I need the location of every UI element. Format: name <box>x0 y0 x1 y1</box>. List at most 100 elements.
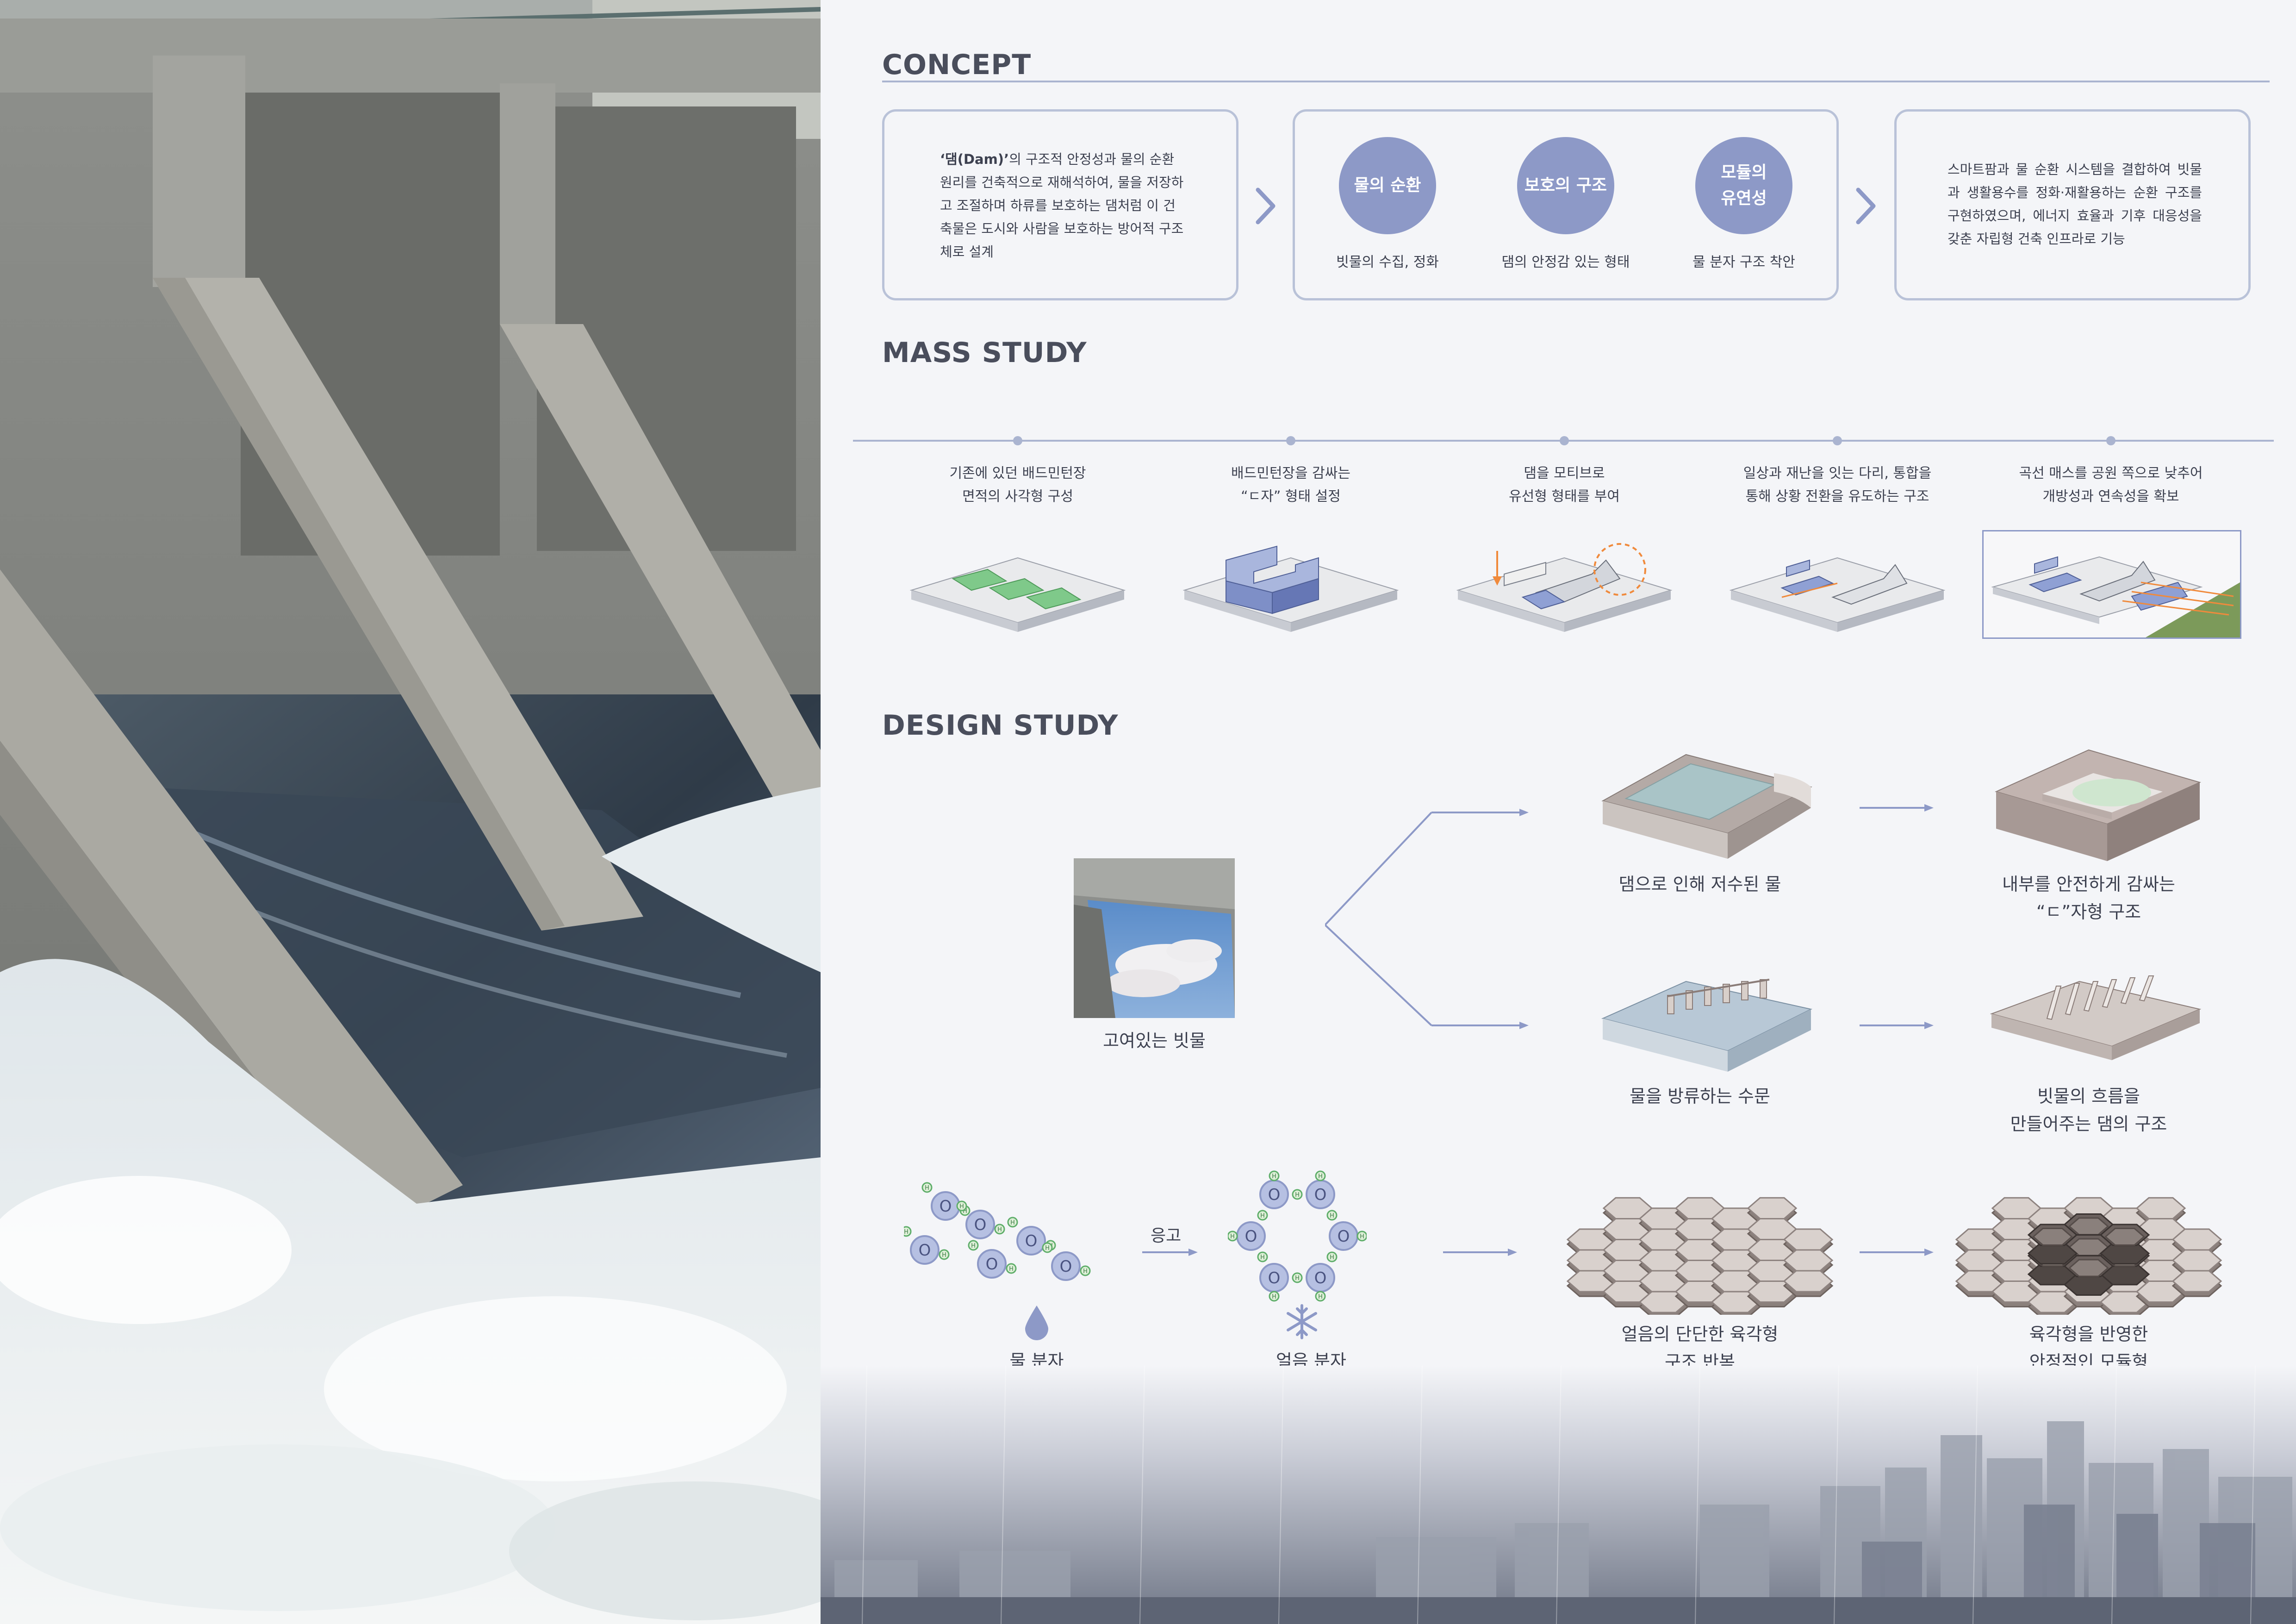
timeline-dot <box>1286 436 1295 445</box>
mass-step-1-label: 기존에 있던 배드민턴장 면적의 사각형 구성 <box>949 465 1086 505</box>
branch-arrows <box>1325 809 1529 1029</box>
mass-step-3-label: 댐을 모티브로 유선형 형태를 부여 <box>1509 465 1620 505</box>
dam-flow-label: 빗물의 흐름을 만들어주는 댐의 구조 <box>2010 1086 2167 1134</box>
water-molecules: OHHOHHOHHOHHOHHOHH <box>904 1182 1091 1281</box>
rain-label: 고여있는 빗물 <box>1103 1031 1206 1051</box>
hydrogen-atom <box>1315 1170 1326 1181</box>
timeline-dot <box>1560 436 1569 445</box>
hydrogen-atom <box>1257 1210 1268 1221</box>
hydrogen-atom <box>939 1249 950 1260</box>
oxygen-symbol: O <box>1245 1227 1257 1246</box>
oxygen-symbol: O <box>974 1216 987 1234</box>
hydrogen-atom <box>956 1200 967 1212</box>
circle-water-cycle: 물의 순환 <box>1339 137 1436 234</box>
hydrogen-symbol: H <box>1318 1293 1323 1300</box>
hydrogen-atom <box>1080 1265 1091 1276</box>
concept-intro-text: ‘댐(Dam)’의 구조적 안정성과 물의 순환 원리를 건축적으로 재해석하여… <box>940 148 1185 263</box>
mass-step-3-diagram <box>1456 543 1673 632</box>
hex-module-cell <box>2104 1228 2145 1246</box>
hydrogen-atom <box>921 1182 933 1193</box>
mass-step-5-diagram <box>1991 556 2240 637</box>
hex-module <box>1955 1197 2222 1315</box>
reservoir-label: 댐으로 인해 저수된 물 <box>1618 874 1781 894</box>
oxygen-symbol: O <box>1338 1227 1350 1246</box>
chevron-right-icon <box>1256 187 1276 225</box>
hydrogen-symbol: H <box>963 1208 967 1215</box>
water-drop-icon <box>1025 1305 1048 1340</box>
oxygen-atom <box>965 1210 995 1239</box>
timeline-dot <box>2106 436 2116 445</box>
hydrogen-atom <box>904 1226 912 1237</box>
mass-step-4-diagram <box>1729 557 1946 632</box>
hydrogen-atom <box>1315 1291 1326 1302</box>
hydrogen-atom <box>1292 1272 1303 1283</box>
oxygen-symbol: O <box>940 1197 952 1216</box>
hydrogen-symbol: H <box>1330 1212 1334 1219</box>
rainy-city-skyline <box>821 1366 2296 1624</box>
caption-water-cycle: 빗물의 수집, 정화 <box>1336 254 1439 270</box>
hydrogen-symbol: H <box>1295 1192 1300 1199</box>
hydrogen-symbol: H <box>925 1185 929 1192</box>
hydrogen-symbol: H <box>971 1243 976 1249</box>
freeze-label: 응고 <box>1151 1226 1182 1245</box>
concept-summary-box: 스마트팜과 물 순환 시스템을 결합하여 빗물과 생활용수를 정화·재활용하는 … <box>1894 109 2251 300</box>
hex-module-cell <box>2068 1217 2109 1236</box>
snowflake-icon <box>1287 1304 1317 1339</box>
rain-puddle-photo <box>1074 858 1235 1018</box>
hydrogen-atom <box>1006 1263 1017 1274</box>
dam-flow-diagram <box>1990 975 2202 1060</box>
oxygen-symbol: O <box>1268 1186 1281 1204</box>
arrow-right-icon <box>1443 1249 1517 1256</box>
mass-step-2-diagram <box>1182 545 1399 632</box>
hex-tiling <box>1566 1197 1834 1315</box>
oxygen-atom <box>977 1249 1007 1279</box>
sluice-label: 물을 방류하는 수문 <box>1630 1086 1770 1106</box>
sluice-diagram <box>1601 979 1812 1072</box>
hydrogen-symbol: H <box>942 1252 946 1259</box>
hydrogen-symbol: H <box>1045 1245 1050 1252</box>
concept-intro-body: 의 구조적 안정성과 물의 순환 원리를 건축적으로 재해석하여, 물을 저장하… <box>940 151 1184 260</box>
circle-protection: 보호의 구조 <box>1517 137 1614 234</box>
caption-protection: 댐의 안정감 있는 형태 <box>1501 254 1630 270</box>
oxygen-atom <box>1051 1251 1081 1281</box>
hydrogen-symbol: H <box>997 1226 1002 1233</box>
hex-module-cell <box>2068 1259 2109 1277</box>
u-shape-label: 내부를 안전하게 감싸는 “ㄷ”자형 구조 <box>2002 874 2175 922</box>
dam-illustration <box>0 0 821 1624</box>
hydrogen-atom <box>1326 1251 1338 1262</box>
hydrogen-atom <box>1326 1210 1338 1221</box>
hydrogen-atom <box>1228 1230 1238 1242</box>
mass-step-1-diagram <box>909 557 1126 632</box>
oxygen-symbol: O <box>1025 1232 1038 1250</box>
oxygen-symbol: O <box>986 1255 998 1274</box>
hydrogen-symbol: H <box>1083 1268 1088 1275</box>
hydrogen-atom <box>968 1240 979 1251</box>
oxygen-atom <box>1016 1226 1046 1255</box>
chevron-right-icon <box>1856 187 1876 225</box>
hydrogen-symbol: H <box>1260 1254 1265 1261</box>
hex-label: 얼음의 단단한 육각형 구조 반복 <box>1621 1324 1779 1372</box>
hydrogen-symbol: H <box>1010 1219 1015 1226</box>
concept-title: CONCEPT <box>882 49 1032 81</box>
hydrogen-atom <box>1269 1291 1280 1302</box>
hydrogen-symbol: H <box>1230 1233 1235 1240</box>
hydrogen-symbol: H <box>1295 1275 1300 1282</box>
hydrogen-symbol: H <box>959 1203 964 1210</box>
content-panel: CONCEPT ‘댐(Dam)’의 구조적 안정성과 물의 순환 원리를 건축적… <box>821 0 2296 1624</box>
hydrogen-atom <box>1356 1230 1367 1242</box>
puddle-illustration <box>1074 858 1235 1018</box>
timeline-dot <box>1013 436 1022 445</box>
reservoir-diagram <box>1601 754 1812 859</box>
arrow-right-icon <box>1142 1249 1198 1256</box>
caption-module: 물 분자 구조 착안 <box>1692 254 1795 270</box>
concept-underline <box>882 81 2270 82</box>
concept-summary-text: 스마트팜과 물 순환 시스템을 결합하여 빗물과 생활용수를 정화·재활용하는 … <box>1948 162 2202 247</box>
arrow-right-icon <box>1860 1249 1934 1256</box>
mass-step-4-label: 일상과 재난을 잇는 다리, 통합을 통해 상황 전환을 유도하는 구조 <box>1743 465 1932 505</box>
arrow-right-icon <box>1860 804 1934 812</box>
mass-step-5-frame <box>1982 530 2241 639</box>
timeline-dot <box>1833 436 1842 445</box>
hydrogen-atom <box>1007 1217 1018 1228</box>
dam-spillway-photo <box>0 0 821 1624</box>
hydrogen-atom <box>1042 1242 1053 1253</box>
